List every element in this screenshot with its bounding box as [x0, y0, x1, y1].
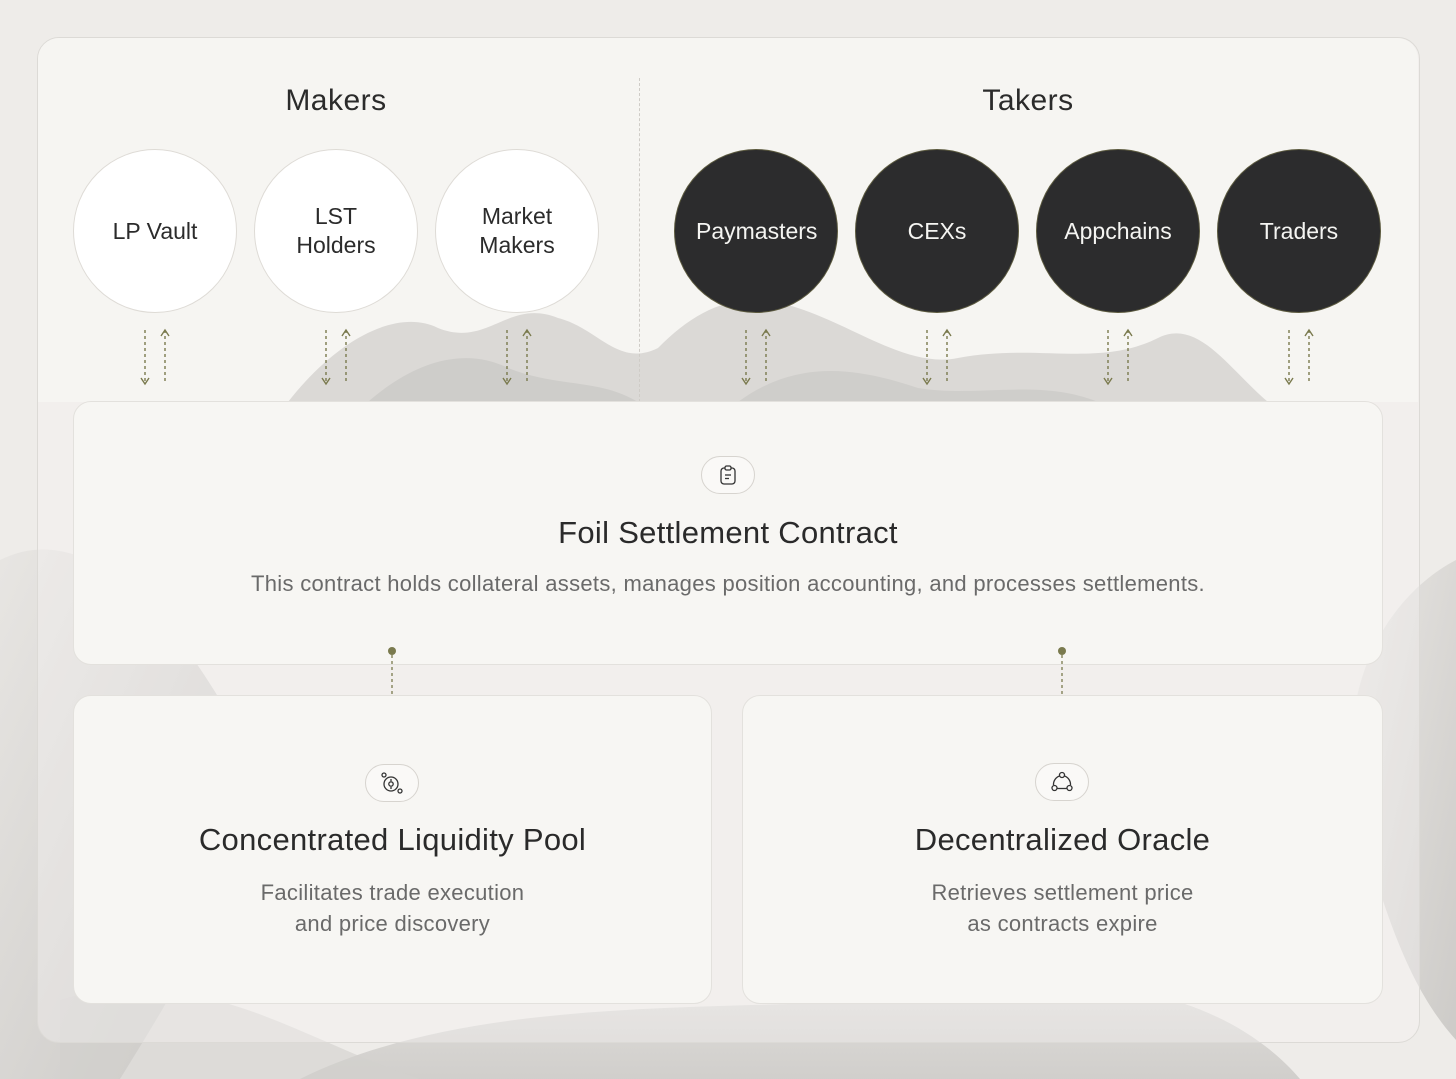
taker-label: Traders — [1259, 217, 1339, 244]
oracle-description-line1: Retrieves settlement price — [931, 880, 1194, 905]
oracle-title: Decentralized Oracle — [914, 822, 1211, 857]
settlement-description: This contract holds collateral assets, m… — [251, 571, 1205, 596]
oracle-description-line2: as contracts expire — [967, 911, 1158, 936]
maker-label: LST Holders — [296, 203, 376, 258]
arrow-pair-traders — [1284, 328, 1314, 386]
top-blob — [288, 300, 1268, 402]
taker-label: CEXs — [907, 217, 967, 244]
oracle-network-icon — [1035, 763, 1089, 801]
maker-lp-vault[interactable]: LP Vault — [73, 149, 237, 313]
pool-title: Concentrated Liquidity Pool — [198, 822, 587, 857]
taker-label: Paymasters — [696, 217, 818, 244]
maker-label: Market Makers — [479, 203, 555, 258]
liquidity-pool-card[interactable]: Concentrated Liquidity Pool Facilitates … — [73, 695, 712, 1004]
arrow-pair-cexs — [922, 328, 952, 386]
oracle-card[interactable]: Decentralized Oracle Retrieves settlemen… — [742, 695, 1383, 1004]
taker-paymasters[interactable]: Paymasters — [674, 149, 838, 313]
maker-market-makers[interactable]: Market Makers — [435, 149, 599, 313]
arrow-pair-lst-holders — [321, 328, 351, 386]
arrow-pair-lp-vault — [140, 328, 170, 386]
arrow-pair-appchains — [1103, 328, 1133, 386]
liquidity-pool-icon — [365, 764, 419, 802]
maker-lst-holders[interactable]: LST Holders — [254, 149, 418, 313]
settlement-title: Foil Settlement Contract — [558, 515, 898, 550]
taker-cexs[interactable]: CEXs — [855, 149, 1019, 313]
takers-title: Takers — [982, 84, 1074, 117]
arrow-pair-paymasters — [741, 328, 771, 386]
arrow-pair-market-makers — [502, 328, 532, 386]
taker-traders[interactable]: Traders — [1217, 149, 1381, 313]
settlement-contract-card[interactable]: Foil Settlement Contract This contract h… — [73, 401, 1383, 665]
taker-label: Appchains — [1064, 217, 1172, 244]
taker-appchains[interactable]: Appchains — [1036, 149, 1200, 313]
makers-takers-divider — [639, 78, 640, 402]
makers-title: Makers — [285, 84, 387, 117]
flow-arrows — [140, 328, 1314, 386]
pool-description-line1: Facilitates trade execution — [260, 880, 525, 905]
pool-description-line2: and price discovery — [294, 911, 491, 936]
clipboard-icon — [701, 456, 755, 494]
maker-label: LP Vault — [112, 217, 198, 244]
